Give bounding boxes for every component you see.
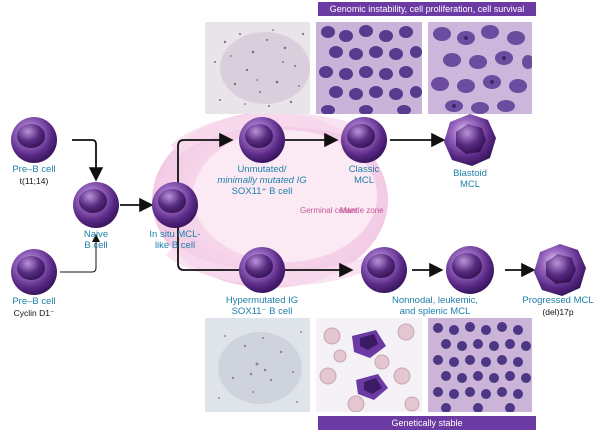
cell-naive xyxy=(73,182,119,228)
cell-progressed xyxy=(534,244,586,296)
banner-genetically-stable: Genetically stable xyxy=(318,416,536,430)
cell-hypermutated xyxy=(239,247,285,293)
sublabel-preb-top: t(11;14) xyxy=(19,176,49,186)
label-hypermutated: Hypermutated IG SOX11⁻ B cell xyxy=(225,295,299,317)
label-preb-top: Pre–B cell xyxy=(12,164,56,175)
label-naive: Naive B cell xyxy=(83,229,109,251)
cell-preb-bottom xyxy=(11,249,57,295)
banner-genomic-instability: Genomic instability, cell proliferation,… xyxy=(318,2,536,16)
label-progressed: Progressed MCL xyxy=(522,295,594,306)
micrograph-top-2 xyxy=(316,22,422,114)
arrow-insitu-down xyxy=(177,226,354,278)
label-classic: Classic MCL xyxy=(348,164,380,186)
cell-nonnodal-2 xyxy=(446,246,494,294)
label-unmutated: Unmutated/ minimally mutated IG SOX11⁺ B… xyxy=(217,164,307,197)
cell-nonnodal xyxy=(361,247,407,293)
sublabel-preb-bottom: Cyclin D1⁻ xyxy=(13,308,55,318)
micrograph-top-3 xyxy=(428,22,532,114)
cell-unmutated xyxy=(239,117,285,163)
arrow-cyclin-to-naive xyxy=(60,234,100,273)
cell-preb-top xyxy=(11,117,57,163)
arrows xyxy=(60,132,536,278)
micrograph-top-1 xyxy=(205,22,310,114)
sublabel-progressed: (del)17p xyxy=(542,307,574,317)
mantle-zone-label: Mantle zone xyxy=(340,206,384,215)
micrograph-bottom-2 xyxy=(316,318,422,412)
germinal-center-label: Germinal center xyxy=(300,206,357,215)
label-nonnodal: Nonnodal, leukemic, and splenic MCL xyxy=(391,295,479,317)
micrograph-bottom-1 xyxy=(205,318,310,412)
label-preb-bottom: Pre–B cell xyxy=(12,296,56,307)
cell-insitu xyxy=(152,182,198,228)
micrograph-bottom-3 xyxy=(428,318,532,412)
arrow-insitu-up xyxy=(177,132,234,185)
label-insitu: In situ MCL- like B cell xyxy=(149,229,201,251)
arrow-preb-to-naive xyxy=(72,139,104,182)
label-blastoid: Blastoid MCL xyxy=(453,168,487,190)
cell-blastoid xyxy=(444,114,496,166)
cell-classic xyxy=(341,117,387,163)
